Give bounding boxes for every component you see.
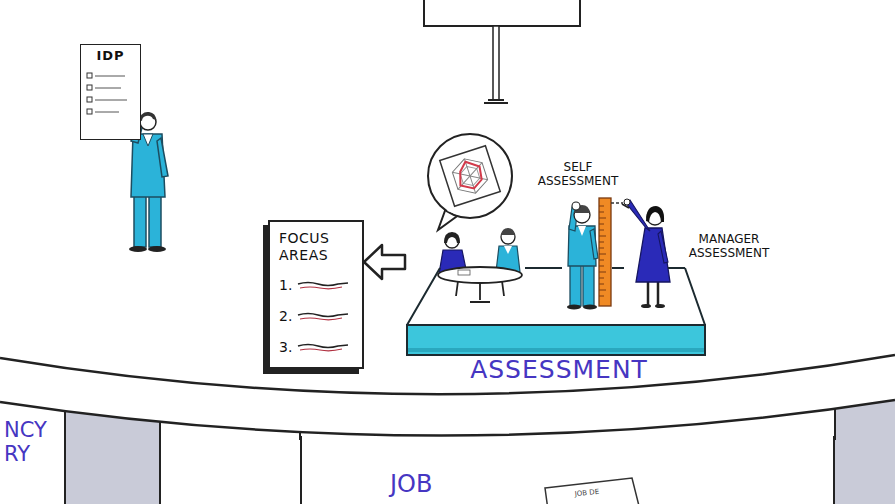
curved-band: [0, 355, 895, 436]
signpost-part: [424, 0, 580, 26]
block-arrow: [364, 245, 405, 279]
idp-man-part: [148, 246, 166, 252]
assessment-stage: ASSESSMENT: [405, 195, 713, 387]
job-description-paper-part: [545, 478, 640, 504]
scribble-line-part: [298, 283, 348, 286]
idp-man-part: [140, 112, 156, 121]
speech-bubble-part: [428, 134, 512, 218]
measuring-ruler-part: [599, 198, 611, 306]
self-assessment-man-part: [578, 226, 586, 236]
signpost-part: [493, 26, 499, 100]
self-assessment-label: SELF ASSESSMENT: [528, 160, 628, 188]
scribble-line: [296, 278, 350, 292]
list-number: 2.: [279, 307, 292, 325]
checklist-lines-part: [95, 76, 125, 77]
speech-bubble-part: [448, 209, 459, 213]
checklist-lines-part: [87, 73, 92, 78]
manager-woman-part: [658, 231, 668, 263]
manager-woman-part: [624, 199, 630, 205]
signpost: [424, 0, 580, 103]
meeting-people-part: [438, 267, 522, 283]
spider-chart-part: [440, 146, 500, 206]
node-text: NCY RY: [0, 418, 64, 466]
manager-woman-part: [646, 206, 664, 222]
manager-assessment-label: MANAGER ASSESSMENT: [676, 232, 782, 260]
manager-woman-part: [636, 228, 670, 282]
meeting-people-part: [504, 246, 512, 254]
stage-platform-part: [407, 268, 705, 325]
sheet-heading: FOCUS AREAS: [279, 230, 356, 264]
checklist-lines-part: [87, 109, 92, 114]
curved-band-part: [0, 400, 895, 436]
list-number: 3.: [279, 338, 292, 356]
self-assessment-man-part: [590, 229, 598, 259]
manager-woman: [622, 199, 670, 308]
meeting-people-part: [444, 232, 460, 243]
list-row: 3.: [279, 337, 356, 357]
library-panel: NCY RY: [0, 418, 64, 482]
measuring-ruler-part: [599, 206, 606, 296]
spider-chart-part: [450, 154, 491, 198]
checklist-lines-part: [87, 85, 92, 90]
idp-sheet: IDP: [80, 44, 141, 140]
scribble-line-part: [298, 314, 348, 317]
list-row: 2.: [279, 306, 356, 326]
stage-platform-part: [407, 325, 705, 355]
measuring-ruler-part: [611, 202, 623, 203]
list-row: 1.: [279, 275, 356, 295]
meeting-people: [438, 228, 522, 302]
idp-man-part: [157, 138, 168, 177]
meeting-people-part: [501, 228, 515, 235]
job-description-paper: [545, 478, 640, 504]
manager-woman-part: [641, 304, 651, 308]
checklist-lines-part: [95, 100, 127, 101]
grey-panel-part: [65, 411, 160, 504]
node-text: IDP: [81, 45, 140, 64]
checklist-lines-part: [95, 88, 121, 89]
self-assessment-man-part: [583, 265, 594, 306]
manager-woman-part: [626, 200, 650, 231]
idp-man-part: [134, 195, 146, 247]
manager-woman-part: [655, 304, 665, 308]
node-text: JOB: [390, 470, 432, 498]
spider-chart-part: [454, 158, 485, 192]
list-number: 1.: [279, 276, 292, 294]
curved-band-part: [0, 355, 895, 394]
self-assessment-man-part: [570, 265, 581, 306]
grey-panel-part: [65, 411, 160, 504]
idp-man-part: [149, 195, 161, 247]
job-panel: JOB: [300, 436, 835, 504]
measuring-ruler: [599, 198, 623, 306]
self-assessment-man-part: [567, 305, 581, 310]
meeting-people-part: [456, 281, 504, 302]
idp-man-part: [143, 134, 153, 146]
meeting-people-part: [458, 270, 470, 275]
scribble-line-part: [300, 287, 342, 289]
speech-bubble: [428, 134, 512, 230]
node-text: ASSESSMENT: [405, 356, 713, 384]
stage-platform-part: [408, 348, 704, 352]
scribble-line: [296, 340, 350, 354]
signpost-part: [484, 100, 508, 103]
self-assessment-man-part: [572, 202, 580, 210]
self-assessment-man-part: [583, 305, 597, 310]
scribble-line-part: [300, 349, 342, 351]
job-description-text: JOB DE: [556, 486, 619, 501]
speech-bubble-part: [438, 208, 460, 230]
checklist-lines-part: [95, 112, 119, 113]
scribble-line-part: [298, 345, 348, 348]
manager-woman-part: [622, 204, 629, 208]
grey-panel-part: [835, 400, 895, 504]
focus-areas-sheet: FOCUS AREAS 1. 2. 3.: [268, 220, 364, 369]
idp-man-part: [129, 246, 147, 252]
spider-chart: [440, 146, 500, 206]
scribble-line: [296, 309, 350, 323]
spider-chart-part: [450, 154, 491, 198]
checklist-lines-part: [87, 97, 92, 102]
manager-woman-part: [648, 280, 658, 305]
scribble-line-part: [300, 318, 342, 320]
self-assessment-man: [567, 202, 598, 310]
